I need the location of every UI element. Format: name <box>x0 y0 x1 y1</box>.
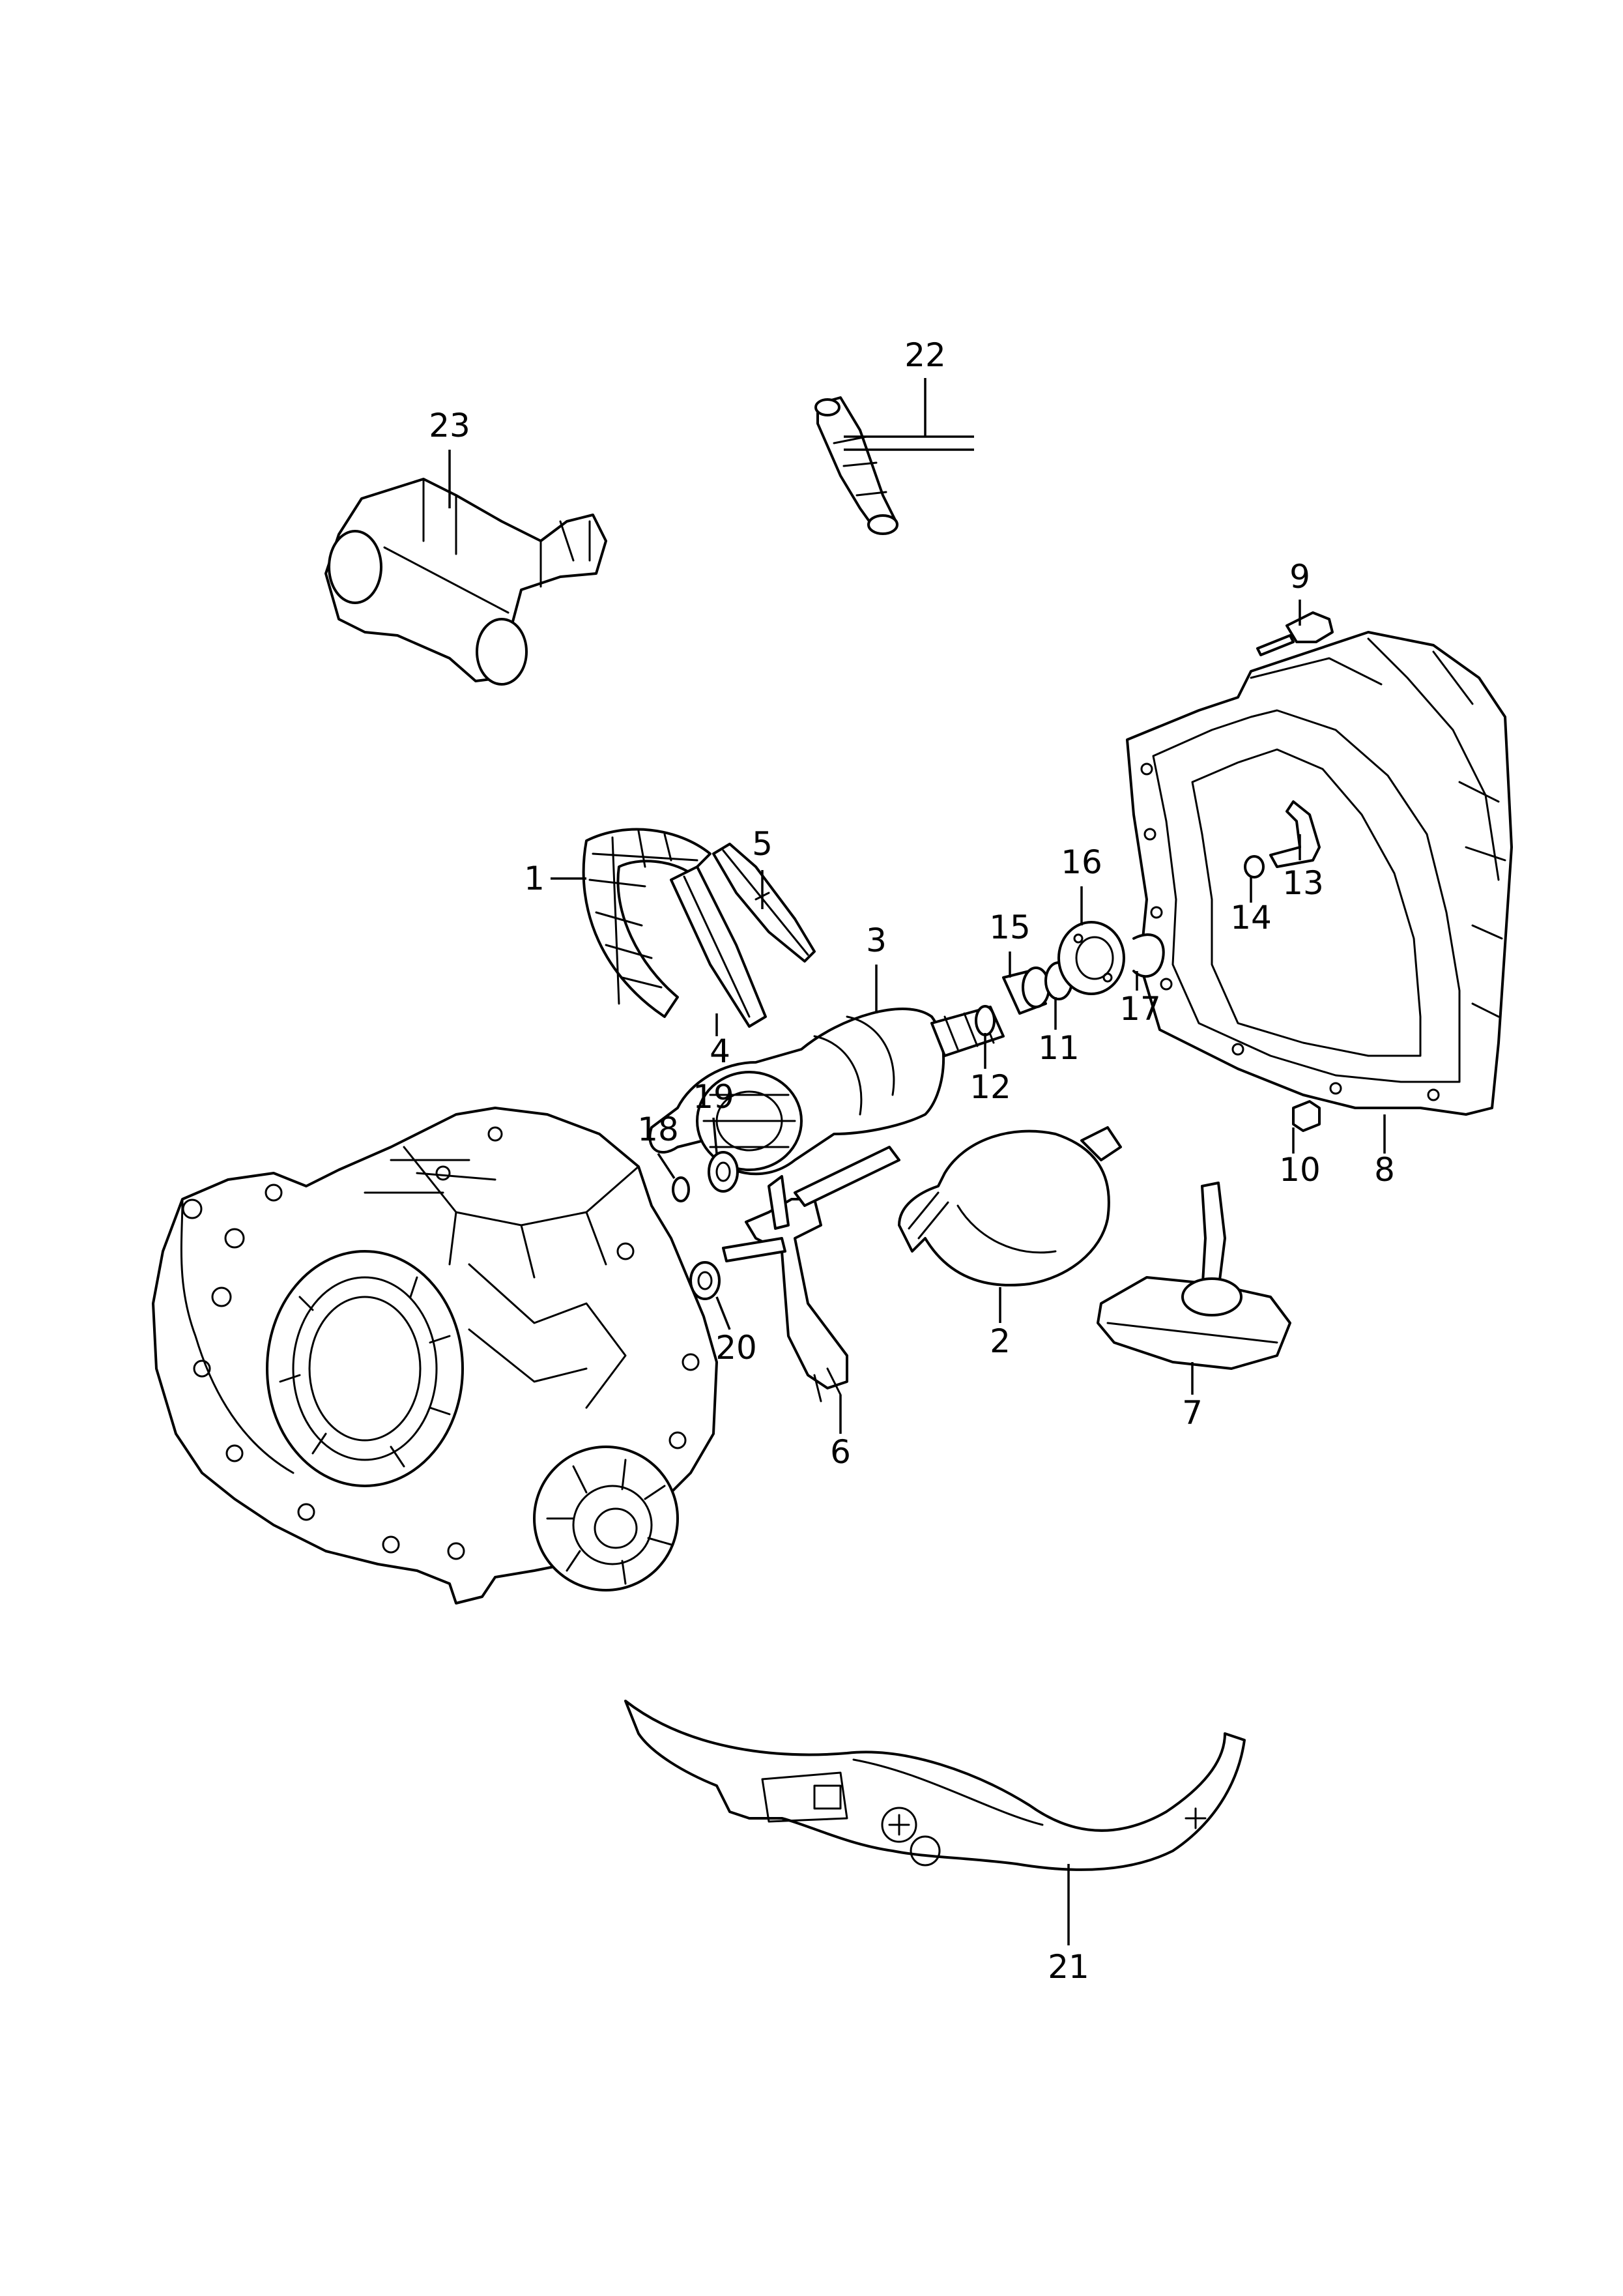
part-13-breather-pipe[interactable] <box>1269 800 1321 868</box>
callout-14: 14 <box>1230 899 1272 937</box>
callout-19: 19 <box>693 1078 734 1116</box>
part-16-ball-bearing[interactable] <box>1057 921 1125 995</box>
part-21-cover-plate[interactable] <box>624 1700 1246 1871</box>
part-1-chain[interactable] <box>582 828 711 1018</box>
callout-11: 11 <box>1038 1029 1080 1067</box>
callout-1: 1 <box>524 860 545 897</box>
callout-7: 7 <box>1182 1394 1203 1432</box>
leader-20 <box>715 1296 731 1330</box>
callout-4: 4 <box>710 1032 730 1070</box>
callout-2: 2 <box>990 1322 1011 1360</box>
callout-12: 12 <box>969 1068 1011 1106</box>
callout-16: 16 <box>1061 843 1102 881</box>
part-4-tensioner[interactable] <box>670 865 767 1028</box>
callout-15: 15 <box>989 908 1031 946</box>
part-7-oil-filter[interactable] <box>1097 1182 1291 1370</box>
leader-22 <box>844 378 974 451</box>
leader-19 <box>712 1117 718 1154</box>
callout-23: 23 <box>429 407 470 444</box>
leader-18 <box>657 1153 676 1179</box>
part-14-seal-ring[interactable] <box>1244 855 1265 879</box>
callout-10: 10 <box>1279 1151 1321 1189</box>
part-3-pulley-set[interactable] <box>648 1006 1005 1176</box>
part-2-secondary-pulley[interactable] <box>898 1126 1122 1286</box>
callout-13: 13 <box>1282 864 1324 902</box>
part-18-circlip[interactable] <box>672 1176 690 1202</box>
leader-lines <box>448 378 1386 1945</box>
part-15-bearing[interactable] <box>1002 966 1050 1015</box>
callout-6: 6 <box>830 1433 851 1471</box>
callout-17: 17 <box>1119 990 1161 1028</box>
part-12-circlip[interactable] <box>975 1005 996 1036</box>
part-23-bracket[interactable] <box>324 478 607 686</box>
part-10-plug[interactable] <box>1292 1100 1321 1132</box>
part-6-selector-lever[interactable] <box>722 1146 900 1402</box>
callout-labels: 23 22 9 1 5 3 15 16 13 14 17 11 12 4 18 … <box>429 336 1395 1986</box>
callout-8: 8 <box>1374 1151 1395 1189</box>
main-gearbox-housing[interactable] <box>152 1107 718 1605</box>
part-9-bolt[interactable] <box>1256 611 1334 656</box>
callout-5: 5 <box>752 825 773 863</box>
callout-21: 21 <box>1048 1948 1089 1986</box>
callout-22: 22 <box>904 336 946 374</box>
part-17-circlip[interactable] <box>1132 933 1165 978</box>
part-8-cover-housing[interactable] <box>1126 631 1513 1116</box>
callout-18: 18 <box>637 1111 679 1148</box>
callout-3: 3 <box>866 922 887 959</box>
part-20-seal[interactable] <box>689 1261 721 1300</box>
part-22-sensor[interactable] <box>814 396 898 535</box>
callout-9: 9 <box>1289 558 1310 596</box>
part-19-bearing[interactable] <box>708 1151 739 1193</box>
callout-20: 20 <box>715 1329 757 1367</box>
